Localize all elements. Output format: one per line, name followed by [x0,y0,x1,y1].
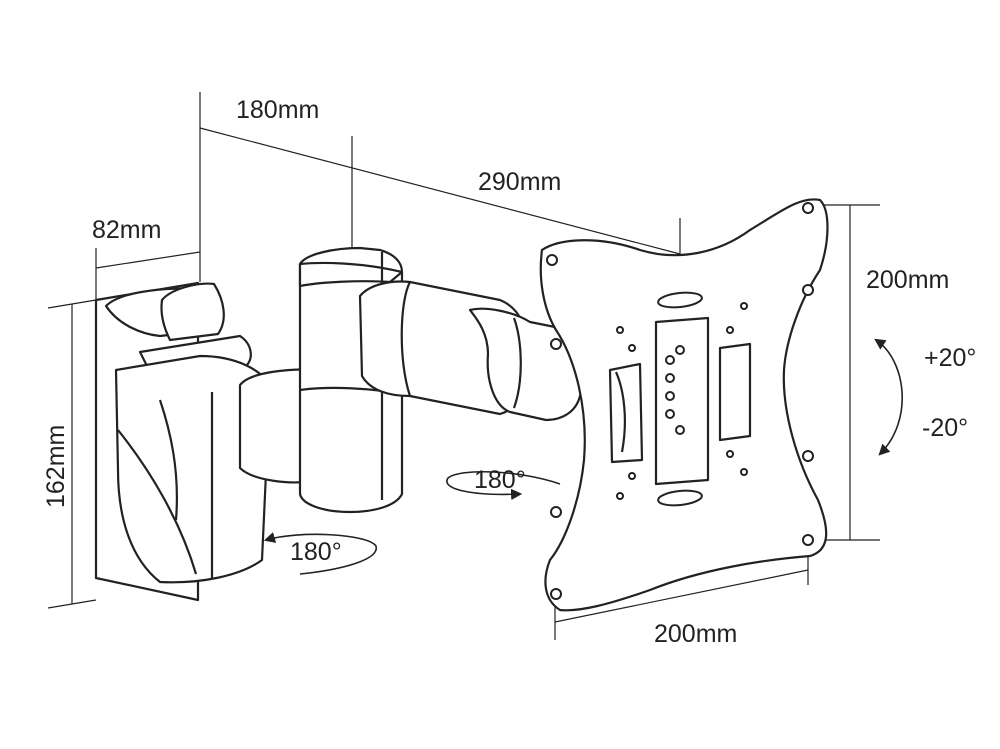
tilt-down-label: -20° [922,414,968,442]
dimension-labels: 82mm 180mm 290mm 162mm 200mm 200mm [42,96,949,648]
rotation-labels: 180° 180° +20° -20° [290,344,976,566]
dim-162mm-label: 162mm [42,425,70,508]
dim-82mm-label: 82mm [92,216,161,244]
dim-290mm-label: 290mm [478,168,561,196]
dim-200mm-horizontal-label: 200mm [654,620,737,648]
dim-200mm-vertical-label: 200mm [866,266,949,294]
vesa-plate [539,198,829,612]
dim-180mm-label: 180mm [236,96,319,124]
rotation-arrows [263,338,904,575]
swing-arms [238,246,584,514]
swivel-arm-label: 180° [290,538,342,566]
tilt-up-label: +20° [924,344,976,372]
wall-plate [94,281,272,602]
swivel-plate-label: 180° [474,466,526,494]
